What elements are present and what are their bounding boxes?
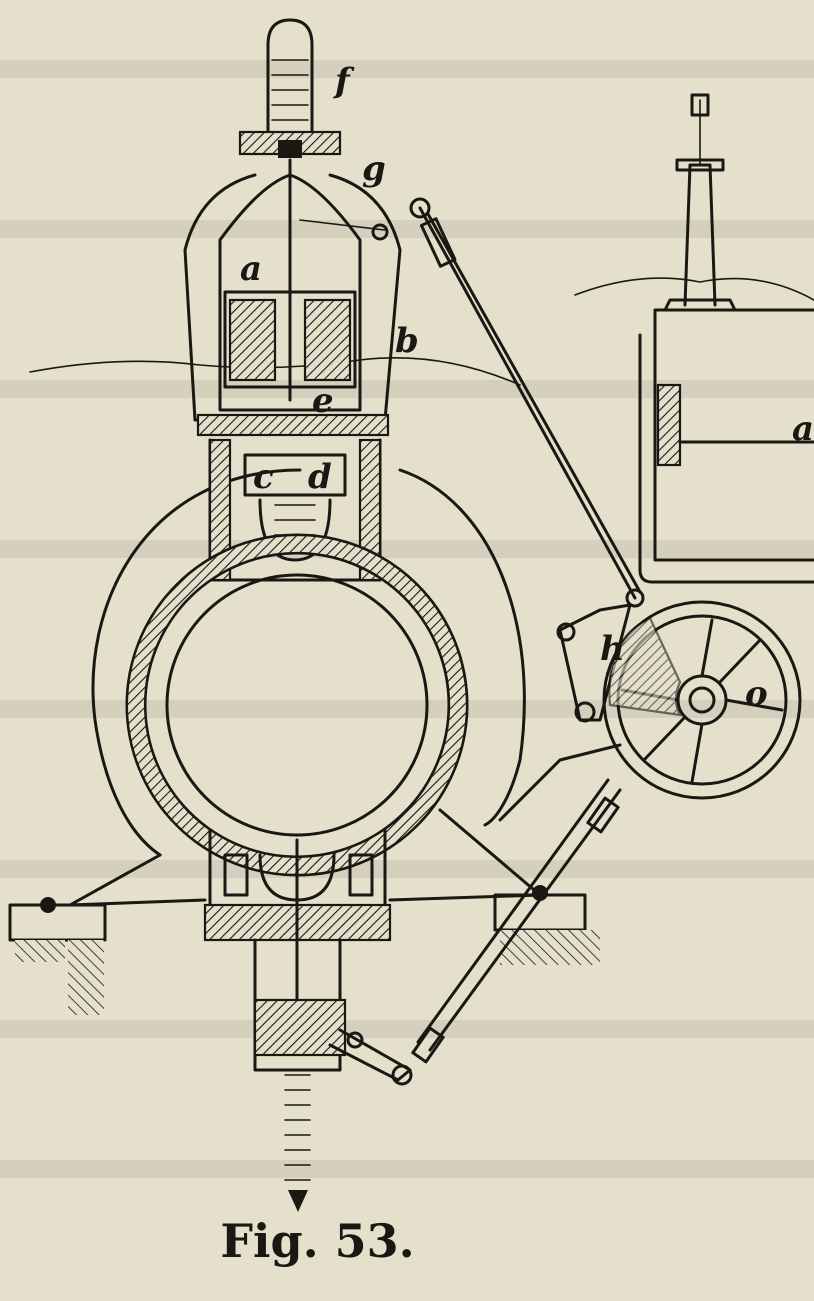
bleed-through-texture bbox=[0, 60, 814, 1178]
label-f: f bbox=[333, 61, 355, 101]
side-tank bbox=[638, 93, 814, 584]
label-o: o bbox=[745, 674, 768, 714]
lower-valve-chamber bbox=[203, 828, 392, 1012]
crank-wheel-o bbox=[602, 600, 802, 800]
piston-block-b bbox=[196, 288, 390, 437]
ground-line bbox=[29, 277, 814, 386]
base-supports bbox=[8, 808, 600, 1015]
figure-caption: Fig. 53. bbox=[220, 1214, 415, 1268]
valve-chamber-cd bbox=[208, 438, 382, 582]
label-e: e bbox=[312, 381, 334, 421]
label-h: h bbox=[600, 629, 625, 669]
rotor-disc-right bbox=[398, 468, 526, 827]
label-b: b bbox=[395, 321, 419, 361]
label-right-edge: a bbox=[792, 409, 814, 449]
rotor-disc bbox=[91, 468, 302, 857]
label-g: g bbox=[362, 149, 386, 189]
lower-spring bbox=[253, 938, 347, 1212]
linkage-rods bbox=[328, 197, 645, 1086]
valve-spring-f bbox=[238, 18, 342, 158]
label-c: c bbox=[253, 457, 274, 497]
label-d: d bbox=[308, 457, 332, 497]
label-a: a bbox=[240, 249, 262, 289]
